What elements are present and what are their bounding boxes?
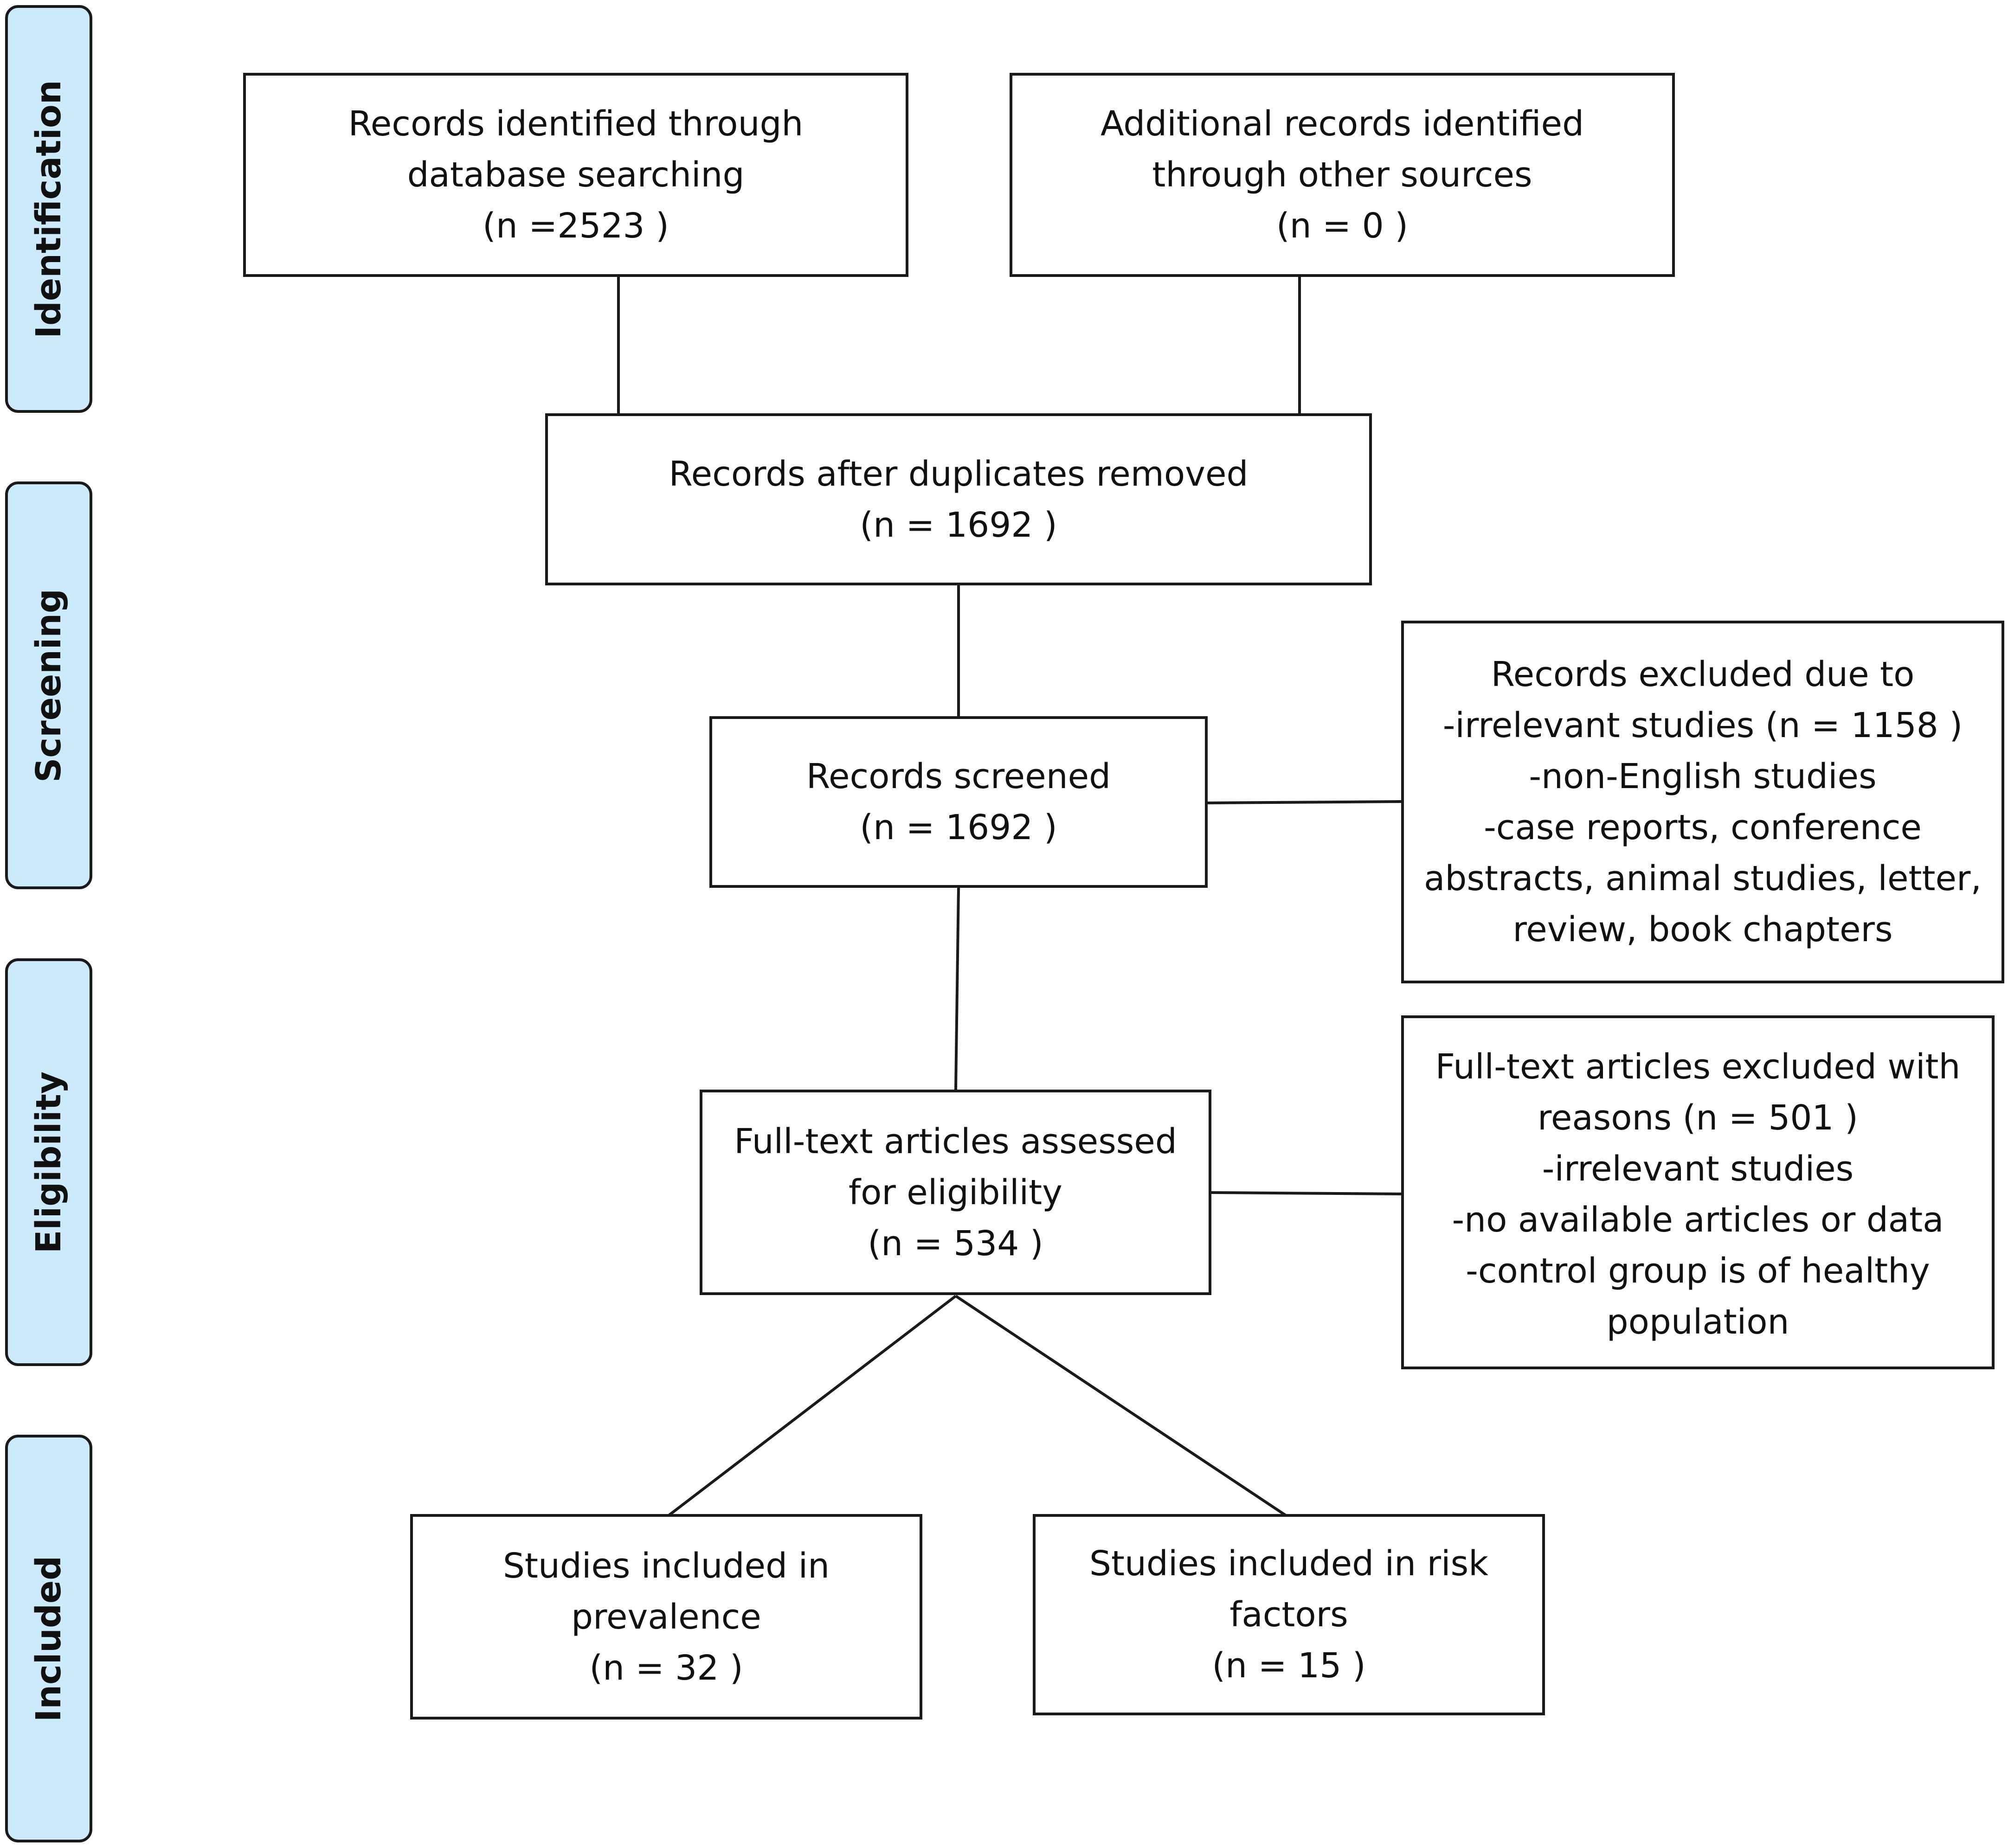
text-line: reasons (n = 501 ) <box>1538 1098 1858 1138</box>
text-line: database searching <box>407 155 745 195</box>
box-records-excluded: Records excluded due to -irrelevant stud… <box>1401 621 2004 983</box>
text-line: population <box>1606 1302 1789 1342</box>
text-line: Records screened <box>806 757 1111 796</box>
text-line: Studies included in <box>502 1546 830 1586</box>
box-full-text-assessed: Full-text articles assessed for eligibil… <box>700 1090 1211 1295</box>
text-line: (n =2523 ) <box>482 206 669 246</box>
text-line: Studies included in risk <box>1089 1544 1488 1584</box>
text-line: -irrelevant studies (n = 1158 ) <box>1442 706 1963 745</box>
text-line: Records after duplicates removed <box>669 454 1249 494</box>
text-line: (n = 15 ) <box>1212 1646 1366 1686</box>
text-line: through other sources <box>1152 155 1532 195</box>
box-included-risk-factors: Studies included in risk factors (n = 15… <box>1033 1514 1545 1715</box>
arrow-fulltext-to-excluded <box>1211 1191 1402 1196</box>
text-line: Full-text articles excluded with <box>1435 1047 1961 1087</box>
stage-tab-included: Included <box>5 1435 92 1842</box>
text-line: prevalence <box>571 1597 761 1637</box>
text-line: (n = 534 ) <box>868 1223 1043 1264</box>
stage-tab-identification: Identification <box>5 5 92 413</box>
text-line: -control group is of healthy <box>1466 1251 1930 1291</box>
box-other-sources: Additional records identified through ot… <box>1010 73 1675 277</box>
box-full-text-excluded: Full-text articles excluded with reasons… <box>1401 1015 1995 1369</box>
text-line: (n = 1692 ) <box>860 808 1057 847</box>
text-line: abstracts, animal studies, letter, <box>1424 859 1982 898</box>
arrow-screened-to-fulltext <box>954 887 960 1090</box>
arrow-screened-to-excluded <box>1207 800 1402 804</box>
text-line: Full-text articles assessed <box>734 1121 1177 1161</box>
text-line: (n = 1692 ) <box>860 505 1057 545</box>
stage-tab-eligibility: Eligibility <box>5 958 92 1366</box>
text-line: Records identified through <box>348 104 804 144</box>
box-after-duplicates: Records after duplicates removed (n = 16… <box>545 413 1372 585</box>
text-line: factors <box>1229 1595 1348 1635</box>
arrow-fulltext-to-risk-factors <box>955 1295 1287 1517</box>
box-records-screened: Records screened (n = 1692 ) <box>709 716 1208 888</box>
text-line: -non-English studies <box>1529 757 1877 796</box>
text-line: -case reports, conference <box>1484 808 1922 847</box>
text-line: -irrelevant studies <box>1542 1149 1854 1189</box>
text-line: review, book chapters <box>1512 910 1893 950</box>
arrow-fulltext-to-prevalence <box>667 1295 957 1517</box>
text-line: for eligibility <box>849 1172 1062 1213</box>
text-line: Additional records identified <box>1100 104 1584 144</box>
text-line: (n = 32 ) <box>589 1648 743 1688</box>
text-line: -no available articles or data <box>1452 1200 1944 1240</box>
text-line: Records excluded due to <box>1491 654 1915 694</box>
box-included-prevalence: Studies included in prevalence (n = 32 ) <box>410 1514 922 1720</box>
text-line: (n = 0 ) <box>1276 206 1409 246</box>
stage-tab-screening: Screening <box>5 481 92 889</box>
box-database-search: Records identified through database sear… <box>243 73 908 277</box>
